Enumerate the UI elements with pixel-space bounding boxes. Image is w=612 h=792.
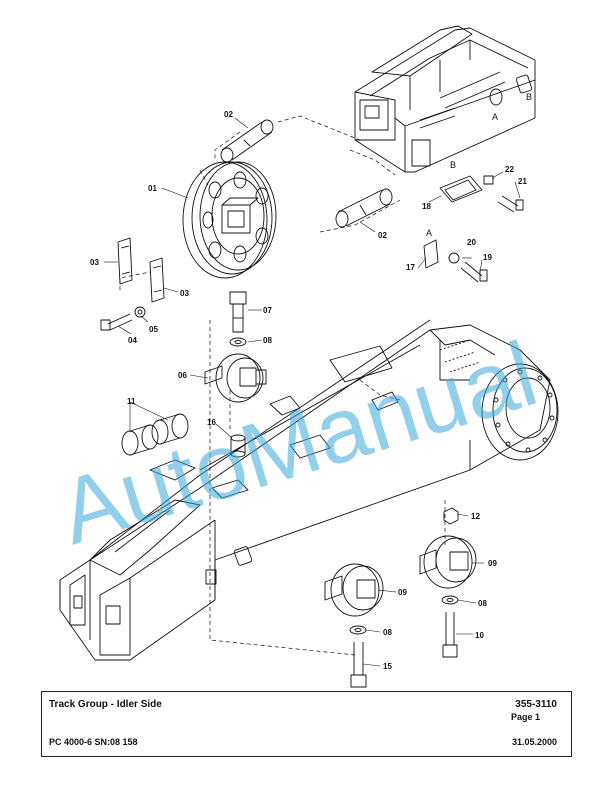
track-frame-main: [59, 319, 551, 661]
track-frame-end-upper: [354, 25, 536, 173]
callout: 08: [478, 599, 487, 608]
callout: 10: [475, 631, 484, 640]
tension-cylinder-housing: [439, 339, 559, 461]
bolt-04: [100, 306, 146, 331]
callout: 03: [180, 289, 189, 298]
callout: 16: [207, 418, 216, 427]
callout: 02: [378, 231, 387, 240]
callout: 22: [505, 165, 514, 174]
document-number: 355-3110: [515, 699, 557, 710]
callout: 19: [483, 253, 492, 262]
callout: 06: [178, 371, 187, 380]
view-letter: A: [492, 112, 498, 122]
callout: 02: [224, 110, 233, 119]
page-number: Page 1: [510, 712, 540, 722]
plate-17: [423, 239, 488, 283]
callout: 03: [90, 258, 99, 267]
leader-lines: [104, 117, 521, 667]
support-roller-06: [204, 353, 267, 403]
callout: 01: [148, 184, 157, 193]
callout: 09: [488, 559, 497, 568]
bushings-11: [121, 413, 189, 456]
callout-labels: 01 02 02 03 03 04 05 06 07 08 11 16 17 1…: [90, 92, 532, 671]
title-block: Track Group - Idler Side 355-3110 Page 1…: [41, 691, 572, 757]
callout: 11: [127, 397, 136, 406]
callout: 05: [149, 325, 158, 334]
idler-shaft-upper: [220, 119, 274, 163]
callout: 21: [518, 177, 527, 186]
callout: 08: [383, 628, 392, 637]
view-letter: B: [450, 160, 456, 170]
callout: 08: [263, 336, 272, 345]
exploded-parts-diagram: 01 02 02 03 03 04 05 06 07 08 11 16 17 1…: [59, 25, 559, 688]
idler-shaft-lower: [335, 188, 393, 228]
callout: 17: [406, 263, 415, 272]
callout: 12: [471, 512, 480, 521]
issue-date: 31.05.2000: [511, 737, 557, 747]
cover-plate-18: [439, 175, 524, 213]
track-roller-09-left: [324, 563, 384, 688]
callout: 18: [422, 202, 431, 211]
callout: 09: [398, 588, 407, 597]
diagram-title: Track Group - Idler Side: [49, 699, 162, 710]
callout: 20: [467, 238, 476, 247]
machine-model: PC 4000-6 SN:08 158: [49, 737, 138, 747]
callout: 15: [383, 662, 392, 671]
assembly-guide-lines: [119, 115, 446, 656]
view-letter: B: [526, 92, 532, 102]
view-letter: A: [426, 228, 432, 238]
track-roller-09-right: [419, 507, 477, 658]
guard-plates: [117, 237, 165, 303]
idler-wheel: [182, 161, 277, 279]
callout: 07: [263, 306, 272, 315]
bolt-07: [229, 291, 247, 347]
callout: 04: [128, 336, 137, 345]
